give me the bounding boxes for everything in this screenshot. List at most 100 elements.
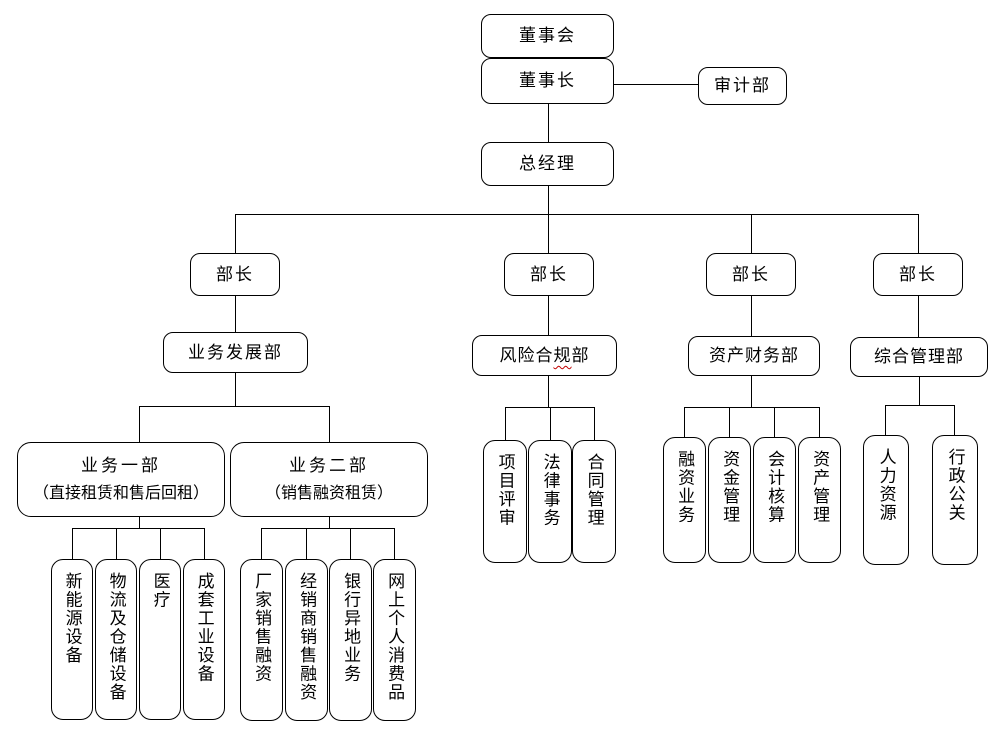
business-unit-2-title: 业务二部 bbox=[289, 456, 369, 476]
node-label: 部长 bbox=[899, 264, 937, 284]
node-minister-3[interactable]: 部长 bbox=[706, 253, 796, 296]
node-label: 行政公关 bbox=[945, 448, 965, 522]
connector-line bbox=[235, 214, 237, 253]
node-minister-4[interactable]: 部长 bbox=[873, 253, 963, 296]
risk-label-spellcheck: 规 bbox=[553, 345, 572, 365]
connector-line bbox=[684, 407, 686, 437]
node-label: 项目评审 bbox=[495, 453, 515, 527]
node-chairman[interactable]: 董事长 bbox=[481, 58, 614, 104]
connector-line bbox=[954, 405, 956, 435]
node-label: 网上个人消费品 bbox=[385, 572, 405, 702]
node-label: 总经理 bbox=[519, 154, 576, 174]
node-asset-finance-dept[interactable]: 资产财务部 bbox=[688, 336, 820, 376]
connector-line bbox=[885, 405, 954, 407]
node-minister-1[interactable]: 部长 bbox=[190, 253, 280, 296]
node-label: 经销商销售融资 bbox=[297, 572, 317, 702]
connector-line bbox=[548, 104, 550, 142]
node-label: 医疗 bbox=[150, 572, 170, 609]
node-business-unit-2[interactable]: 业务二部 （销售融资租赁） bbox=[230, 442, 428, 517]
connector-line bbox=[116, 528, 118, 559]
connector-line bbox=[329, 517, 331, 529]
node-business-development-dept[interactable]: 业务发展部 bbox=[163, 332, 308, 373]
node-leaf-contract-management[interactable]: 合同管理 bbox=[572, 440, 616, 563]
business-unit-1-title: 业务一部 bbox=[81, 456, 161, 476]
connector-line bbox=[594, 407, 596, 440]
node-leaf-project-review[interactable]: 项目评审 bbox=[483, 440, 527, 563]
connector-line bbox=[550, 407, 552, 440]
node-general-management-dept[interactable]: 综合管理部 bbox=[850, 337, 988, 377]
connector-line bbox=[306, 528, 308, 559]
node-board-of-directors[interactable]: 董事会 bbox=[481, 14, 614, 58]
connector-line bbox=[261, 528, 395, 530]
connector-line bbox=[885, 405, 887, 435]
node-label: 法律事务 bbox=[540, 453, 560, 527]
node-leaf-fund-management[interactable]: 资金管理 bbox=[708, 437, 751, 563]
node-leaf-medical[interactable]: 医疗 bbox=[139, 559, 181, 720]
node-label: 融资业务 bbox=[675, 450, 695, 524]
connector-line bbox=[505, 407, 594, 409]
node-leaf-manufacturer-sales-financing[interactable]: 厂家销售融资 bbox=[240, 559, 283, 721]
risk-label-pre: 风险合 bbox=[499, 345, 554, 365]
node-label: 部长 bbox=[530, 264, 568, 284]
connector-line bbox=[329, 406, 331, 442]
node-label: 审计部 bbox=[714, 76, 771, 96]
connector-line bbox=[918, 296, 920, 337]
node-label: 会计核算 bbox=[765, 450, 785, 524]
connector-line bbox=[684, 407, 819, 409]
node-leaf-admin-public-relations[interactable]: 行政公关 bbox=[932, 435, 978, 565]
connector-line bbox=[548, 376, 550, 407]
node-general-manager[interactable]: 总经理 bbox=[481, 142, 614, 186]
node-leaf-logistics-warehouse-equipment[interactable]: 物流及仓储设备 bbox=[95, 559, 137, 720]
node-label: 部长 bbox=[732, 264, 770, 284]
node-leaf-new-energy-equipment[interactable]: 新能源设备 bbox=[51, 559, 93, 720]
node-risk-compliance-dept[interactable]: 风险合规部 bbox=[472, 335, 617, 376]
node-leaf-accounting[interactable]: 会计核算 bbox=[753, 437, 796, 563]
connector-line bbox=[614, 84, 698, 86]
connector-line bbox=[72, 528, 205, 530]
connector-line bbox=[919, 377, 921, 405]
connector-line bbox=[729, 407, 731, 437]
node-label: 银行异地业务 bbox=[341, 572, 361, 683]
connector-line bbox=[350, 528, 352, 559]
connector-line bbox=[139, 406, 141, 442]
connector-line bbox=[751, 214, 753, 253]
node-business-unit-1[interactable]: 业务一部 （直接租赁和售后回租） bbox=[17, 442, 225, 517]
connector-line bbox=[751, 296, 753, 336]
business-unit-1-subtitle: （直接租赁和售后回租） bbox=[32, 484, 209, 502]
node-label: 人力资源 bbox=[876, 448, 896, 522]
node-label: 资金管理 bbox=[720, 450, 740, 524]
connector-line bbox=[204, 528, 206, 559]
node-label: 业务发展部 bbox=[188, 342, 283, 362]
node-leaf-human-resources[interactable]: 人力资源 bbox=[863, 435, 909, 565]
node-label: 董事长 bbox=[519, 71, 576, 91]
connector-line bbox=[261, 528, 263, 559]
node-minister-2[interactable]: 部长 bbox=[504, 253, 594, 296]
connector-line bbox=[160, 528, 162, 559]
connector-line bbox=[819, 407, 821, 437]
node-label: 成套工业设备 bbox=[194, 572, 214, 683]
node-leaf-bank-remote-business[interactable]: 银行异地业务 bbox=[329, 559, 372, 721]
node-leaf-dealer-sales-financing[interactable]: 经销商销售融资 bbox=[285, 559, 328, 721]
node-label: 董事会 bbox=[519, 26, 576, 46]
business-unit-2-subtitle: （销售融资租赁） bbox=[264, 484, 393, 502]
connector-line bbox=[72, 528, 74, 559]
node-label: 综合管理部 bbox=[874, 347, 964, 367]
connector-line bbox=[918, 214, 920, 253]
connector-line bbox=[235, 296, 237, 332]
node-label: 资产管理 bbox=[810, 450, 830, 524]
node-leaf-financing-business[interactable]: 融资业务 bbox=[663, 437, 706, 563]
node-leaf-legal-affairs[interactable]: 法律事务 bbox=[528, 440, 572, 563]
node-leaf-complete-industrial-equipment[interactable]: 成套工业设备 bbox=[183, 559, 225, 720]
node-label: 部长 bbox=[216, 264, 254, 284]
node-label: 物流及仓储设备 bbox=[106, 572, 126, 702]
connector-line bbox=[548, 186, 550, 253]
node-label: 风险合规部 bbox=[500, 345, 590, 366]
connector-line bbox=[139, 406, 329, 408]
connector-line bbox=[751, 376, 753, 407]
connector-line bbox=[394, 528, 396, 559]
node-leaf-asset-management[interactable]: 资产管理 bbox=[798, 437, 841, 563]
node-audit-department[interactable]: 审计部 bbox=[698, 67, 787, 105]
node-leaf-online-personal-consumer-goods[interactable]: 网上个人消费品 bbox=[373, 559, 416, 721]
node-label: 新能源设备 bbox=[62, 572, 82, 665]
node-label: 资产财务部 bbox=[709, 346, 799, 366]
